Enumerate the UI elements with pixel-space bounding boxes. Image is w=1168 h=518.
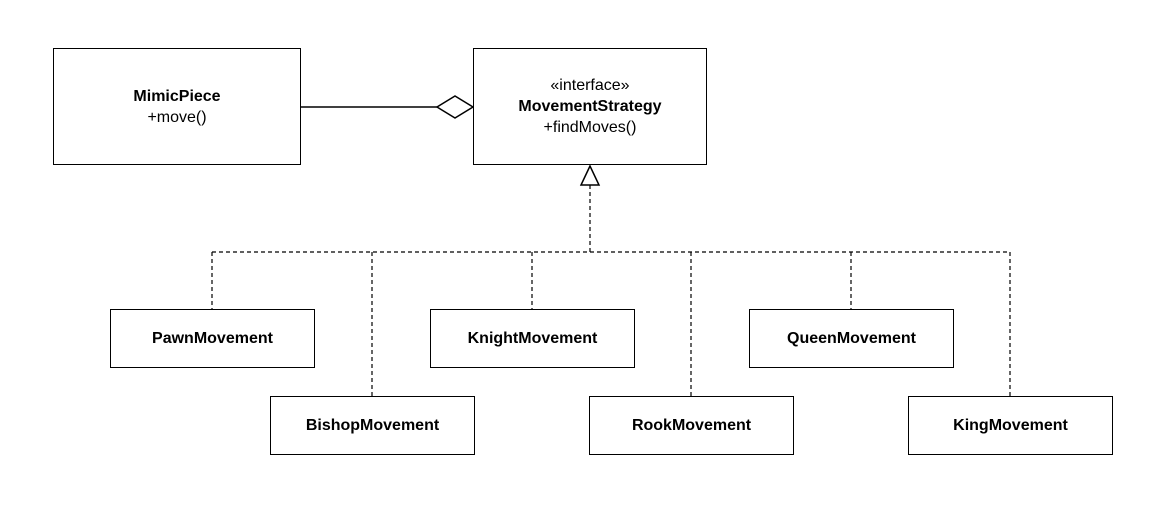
class-method: +move(): [147, 108, 207, 126]
aggregation-diamond: [435, 95, 475, 119]
class-knight-movement[interactable]: KnightMovement: [430, 309, 635, 368]
stereotype-label: «interface»: [550, 77, 630, 94]
realization-arrowhead: [579, 164, 601, 186]
class-king-movement[interactable]: KingMovement: [908, 396, 1113, 455]
interface-name: MovementStrategy: [518, 98, 662, 115]
class-pawn-movement[interactable]: PawnMovement: [110, 309, 315, 368]
interface-movement-strategy[interactable]: «interface» MovementStrategy +findMoves(…: [473, 48, 707, 165]
class-rook-movement[interactable]: RookMovement: [589, 396, 794, 455]
realization-lines: [211, 185, 1011, 396]
class-queen-movement[interactable]: QueenMovement: [749, 309, 954, 368]
class-bishop-movement[interactable]: BishopMovement: [270, 396, 475, 455]
interface-method: +findMoves(): [543, 119, 637, 136]
class-mimic-piece[interactable]: MimicPiece +move(): [53, 48, 301, 165]
class-name: MimicPiece: [133, 87, 221, 105]
